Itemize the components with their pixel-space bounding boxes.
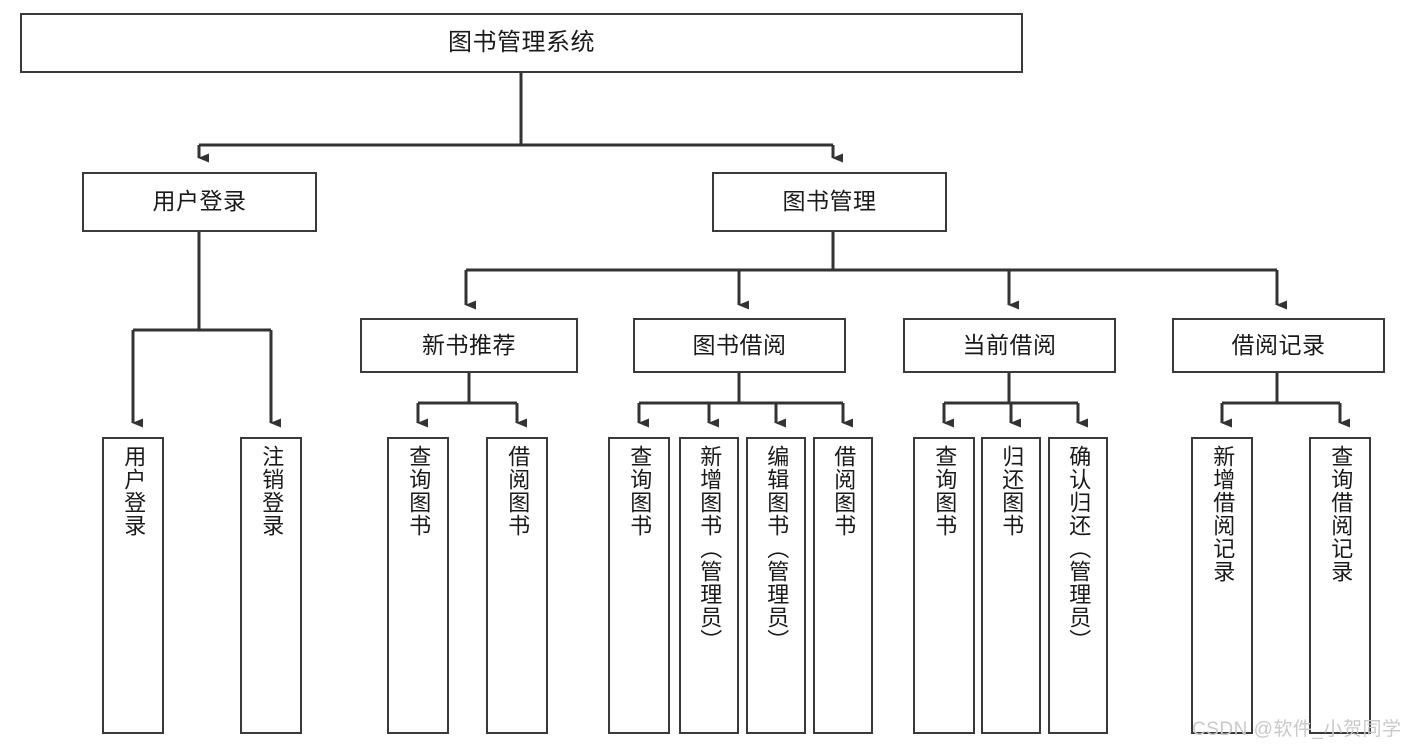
- node-new-book-recommend-label: 新书推荐: [422, 331, 516, 358]
- node-root-label: 图书管理系统: [448, 28, 595, 56]
- node-user-login[interactable]: 用户登录: [82, 172, 317, 232]
- node-user-login-label: 用户登录: [152, 188, 247, 215]
- node-borrow-record-label: 借阅记录: [1231, 331, 1326, 358]
- node-leaf-add-record[interactable]: 新增借阅记录: [1191, 437, 1253, 734]
- node-leaf-borrow-book-1[interactable]: 借阅图书: [486, 437, 548, 734]
- node-leaf-add-book-label: 新增图书（管理员）: [697, 445, 723, 652]
- node-root-book-management-system[interactable]: 图书管理系统: [20, 13, 1023, 73]
- node-leaf-query-book-3-label: 查询图书: [932, 445, 958, 537]
- node-leaf-user-login[interactable]: 用户登录: [102, 437, 164, 734]
- node-leaf-query-book-1-label: 查询图书: [406, 445, 432, 537]
- node-leaf-query-book-2-label: 查询图书: [627, 445, 653, 537]
- node-new-book-recommend[interactable]: 新书推荐: [360, 318, 578, 373]
- node-leaf-query-record-label: 查询借阅记录: [1328, 445, 1354, 583]
- node-current-borrow-label: 当前借阅: [962, 331, 1057, 358]
- node-leaf-query-book-1[interactable]: 查询图书: [387, 437, 449, 734]
- node-leaf-add-book[interactable]: 新增图书（管理员）: [679, 437, 739, 734]
- node-current-borrow[interactable]: 当前借阅: [903, 318, 1116, 373]
- node-leaf-borrow-book-2-label: 借阅图书: [831, 445, 857, 537]
- node-leaf-return-book-label: 归还图书: [999, 445, 1025, 537]
- node-leaf-edit-book-label: 编辑图书（管理员）: [764, 445, 790, 652]
- node-leaf-query-record[interactable]: 查询借阅记录: [1309, 437, 1371, 734]
- node-leaf-logout-login[interactable]: 注销登录: [240, 437, 302, 734]
- node-leaf-edit-book[interactable]: 编辑图书（管理员）: [746, 437, 806, 734]
- node-book-management-label: 图书管理: [782, 188, 877, 215]
- node-leaf-query-book-2[interactable]: 查询图书: [608, 437, 670, 734]
- node-leaf-query-book-3[interactable]: 查询图书: [913, 437, 975, 734]
- node-book-borrow-label: 图书借阅: [692, 331, 787, 358]
- node-leaf-borrow-book-2[interactable]: 借阅图书: [813, 437, 873, 734]
- node-borrow-record[interactable]: 借阅记录: [1172, 318, 1385, 373]
- node-book-borrow[interactable]: 图书借阅: [633, 318, 846, 373]
- node-leaf-return-book[interactable]: 归还图书: [981, 437, 1041, 734]
- node-leaf-add-record-label: 新增借阅记录: [1210, 445, 1236, 583]
- node-leaf-borrow-book-1-label: 借阅图书: [505, 445, 531, 537]
- node-leaf-confirm-return[interactable]: 确认归还（管理员）: [1048, 437, 1108, 734]
- node-leaf-user-login-label: 用户登录: [121, 445, 147, 537]
- node-book-management[interactable]: 图书管理: [712, 172, 947, 232]
- csdn-watermark: CSDN @软件_小贺同学: [1192, 719, 1402, 740]
- node-leaf-confirm-return-label: 确认归还（管理员）: [1066, 445, 1092, 652]
- node-leaf-logout-login-label: 注销登录: [259, 445, 285, 537]
